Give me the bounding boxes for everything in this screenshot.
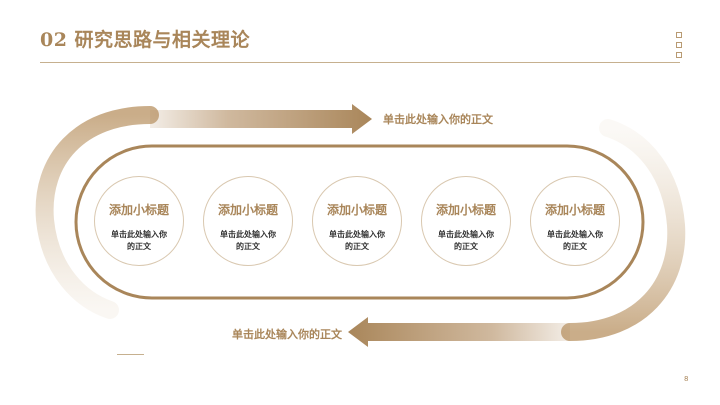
title-divider xyxy=(40,62,680,63)
step-circle-5[interactable]: 添加小标题 单击此处输入你的正文 xyxy=(530,176,620,266)
bottom-arrow-band xyxy=(348,317,570,347)
step-title: 添加小标题 xyxy=(544,203,605,217)
step-circle-3[interactable]: 添加小标题 单击此处输入你的正文 xyxy=(312,176,402,266)
step-title: 添加小标题 xyxy=(217,203,278,217)
step-body: 单击此处输入你的正文 xyxy=(329,229,385,251)
decorative-squares-icon xyxy=(676,32,682,62)
step-circle-4[interactable]: 添加小标题 单击此处输入你的正文 xyxy=(421,176,511,266)
bottom-caption[interactable]: 单击此处输入你的正文 xyxy=(232,328,342,341)
inner-track xyxy=(74,144,645,300)
top-caption[interactable]: 单击此处输入你的正文 xyxy=(383,113,493,126)
step-body: 单击此处输入你的正文 xyxy=(547,229,603,251)
step-title: 添加小标题 xyxy=(435,203,496,217)
top-arrow-band xyxy=(150,104,372,134)
step-body: 单击此处输入你的正文 xyxy=(220,229,276,251)
step-circle-2[interactable]: 添加小标题 单击此处输入你的正文 xyxy=(203,176,293,266)
step-circle-1[interactable]: 添加小标题 单击此处输入你的正文 xyxy=(94,176,184,266)
step-body: 单击此处输入你的正文 xyxy=(438,229,494,251)
step-body: 单击此处输入你的正文 xyxy=(111,229,167,251)
right-arc xyxy=(561,119,686,341)
page-title: 02 研究思路与相关理论 xyxy=(40,29,251,51)
step-title: 添加小标题 xyxy=(326,203,387,217)
page-number: 8 xyxy=(684,375,689,383)
step-title: 添加小标题 xyxy=(108,203,169,217)
left-arc xyxy=(35,106,159,319)
footer-accent-line xyxy=(117,354,144,355)
